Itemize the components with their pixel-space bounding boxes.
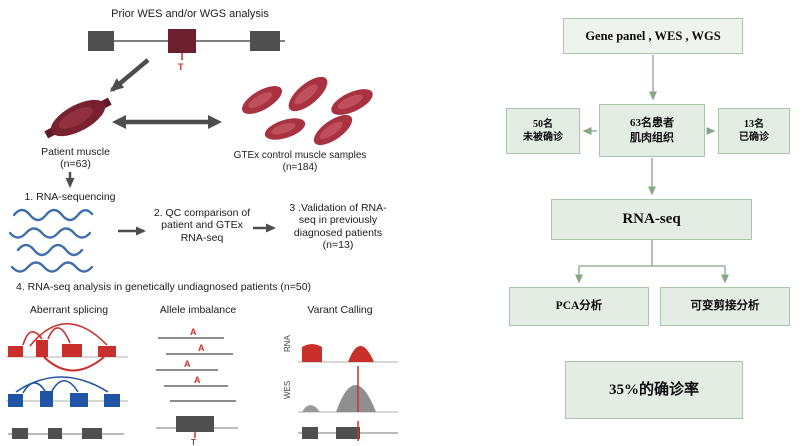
- step1-label: 1. RNA-sequencing: [24, 191, 116, 203]
- allele-imbalance-title: Allele imbalance: [159, 304, 237, 316]
- box-pca-text: PCA分析: [555, 299, 603, 312]
- mutant-exon-box: [168, 29, 196, 53]
- exon-box: [250, 31, 280, 51]
- gtex-title: GTEx control muscle samples: [233, 150, 367, 161]
- box-undiagnosed-patients: 50名 未被确诊: [506, 108, 580, 154]
- box-splicing-analysis: 可变剪接分析: [660, 287, 790, 326]
- box-diagnosis-rate-text: 35%的确诊率: [608, 381, 699, 398]
- variant-calling-graphic: RNA WES: [283, 334, 398, 441]
- allele-letter: A: [194, 375, 201, 385]
- box-sequencing-methods: Gene panel , WES , WGS: [563, 18, 743, 54]
- rna-track-label: RNA: [283, 334, 292, 352]
- patient-muscle-count: (n=63): [60, 158, 91, 171]
- gtex-muscle-icon: [264, 118, 306, 140]
- step4-label: 4. RNA-seq analysis in genetically undia…: [16, 281, 312, 293]
- box-patient-muscle-tissue: 63名患者 肌肉组织: [599, 104, 705, 157]
- allele-letter: A: [190, 327, 197, 337]
- gtex-muscle-icon: [313, 114, 353, 146]
- reference-letter: T: [191, 438, 196, 446]
- box-patient-line2: 肌肉组织: [630, 131, 674, 144]
- allele-imbalance-graphic: A A A A T: [156, 327, 238, 446]
- box-undiagnosed-line2: 未被确诊: [523, 132, 563, 143]
- box-rnaseq-text: RNA-seq: [622, 211, 681, 228]
- prior-analysis-label: Prior WES and/or WGS analysis: [111, 8, 269, 20]
- gtex-muscle-icon: [331, 89, 373, 115]
- box-diagnosis-rate: 35%的确诊率: [565, 361, 743, 419]
- rna-reads-icon: [8, 208, 94, 273]
- wes-track-label: WES: [283, 381, 292, 399]
- gene-model-diagram: T: [88, 29, 285, 72]
- arrow-gene-to-muscle: [109, 58, 150, 92]
- box-splicing-text: 可变剪接分析: [690, 299, 760, 312]
- box-pca-analysis: PCA分析: [509, 287, 649, 326]
- step3-label: 3 .Validation of RNA-seq in previously d…: [289, 202, 387, 252]
- aberrant-splicing-title: Aberrant splicing: [29, 304, 109, 316]
- gtex-muscle-icon: [242, 86, 282, 114]
- aberrant-splicing-graphic: [6, 323, 128, 439]
- box-patient-line1: 63名患者: [630, 116, 674, 129]
- box-diagnosed-patients: 13名 已确诊: [718, 108, 790, 154]
- patient-muscle-label: Patient muscle (n=63): [18, 146, 133, 171]
- allele-letter: A: [198, 343, 205, 353]
- patient-muscle-title: Patient muscle: [41, 146, 110, 158]
- allele-letter: A: [184, 359, 191, 369]
- variant-calling-title: Varant Calling: [307, 304, 373, 316]
- box-sequencing-methods-text: Gene panel , WES , WGS: [585, 28, 721, 43]
- split-connector: [579, 240, 725, 267]
- gtex-count: (n=184): [282, 161, 318, 173]
- gtex-muscle-icon: [288, 76, 328, 112]
- box-diagnosed-line2: 已确诊: [739, 132, 769, 143]
- box-rnaseq: RNA-seq: [551, 199, 752, 240]
- gtex-muscle-icons: [242, 76, 373, 146]
- box-diagnosed-line1: 13名: [744, 118, 764, 130]
- gtex-label: GTEx control muscle samples (n=184): [212, 150, 388, 174]
- mutation-letter: T: [178, 62, 184, 72]
- patient-muscle-icon: [44, 97, 112, 139]
- step2-label: 2. QC comparison of patient and GTEx RNA…: [153, 207, 251, 244]
- box-undiagnosed-line1: 50名: [533, 118, 553, 130]
- arrow-muscle-gtex-double: [112, 115, 222, 129]
- exon-box: [88, 31, 114, 51]
